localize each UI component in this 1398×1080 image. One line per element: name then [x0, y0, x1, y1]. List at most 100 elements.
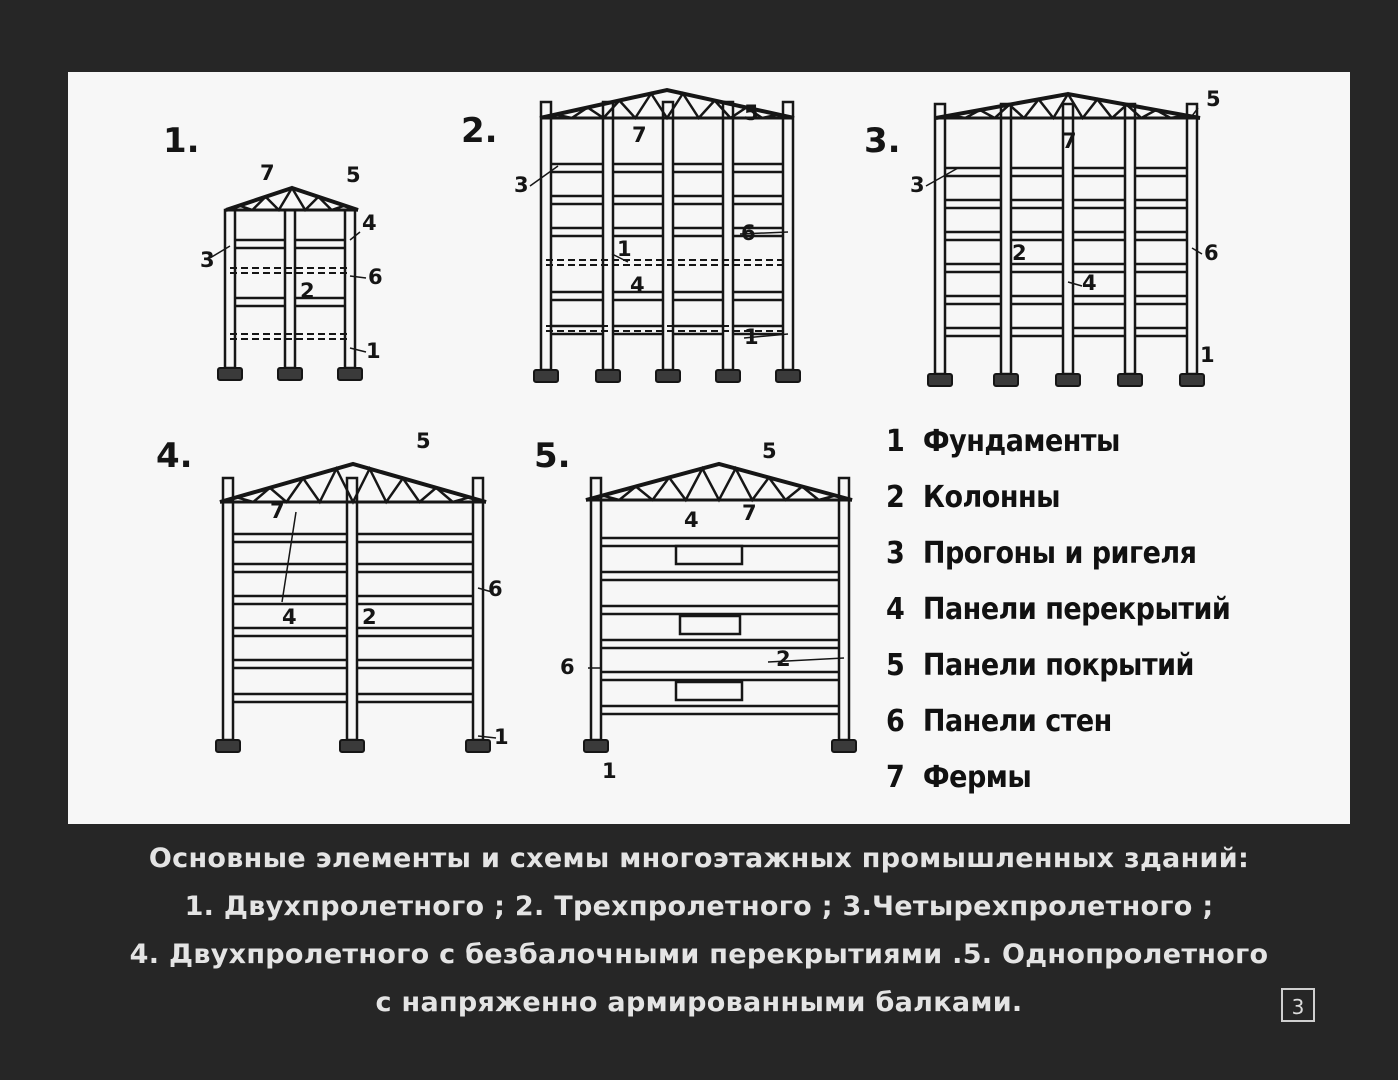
scheme-3-frame-foundation [1179, 373, 1205, 387]
scheme-1-frame-column [283, 208, 297, 370]
scheme-3-frame-column [1185, 102, 1199, 376]
scheme-5-frame-beam [592, 704, 848, 716]
scheme-2-frame-truss-top-chord [539, 87, 795, 120]
scheme-number-5: 5. [534, 436, 571, 476]
tag-roof-panel-s4: 5 [416, 429, 431, 453]
scheme-2-frame-column [661, 100, 675, 372]
tag-roof-panel-s1: 5 [346, 163, 361, 187]
scheme-2-frame-foundation [595, 369, 621, 383]
scheme-4-frame-column [345, 476, 359, 742]
tag-roof-panel-s2: 5 [744, 101, 759, 125]
tag-column-s3: 2 [1012, 241, 1027, 265]
tag-truss-s4: 7 [270, 499, 285, 523]
tag-floor-panel-s4: 4 [282, 605, 297, 629]
scheme-2-frame-foundation [655, 369, 681, 383]
scheme-2-frame-foundation [775, 369, 801, 383]
scheme-2-frame-foundation [715, 369, 741, 383]
scheme-5-beam-opening [674, 544, 744, 566]
scheme-1-frame-foundation [277, 367, 303, 381]
leader-line [1067, 281, 1083, 287]
scheme-5-frame-column [589, 476, 603, 742]
tag-wall-panel-s5: 6 [560, 655, 575, 679]
scheme-4-frame-foundation [339, 739, 365, 753]
tag-truss-s2: 7 [632, 123, 647, 147]
tag-column-s4: 2 [362, 605, 377, 629]
building-schemes-drawing: 1. 2. 3. 4. 5. 7 5 4 3 6 2 1 5 7 3 6 1 4… [156, 87, 1221, 783]
leader-line [281, 511, 297, 603]
leader-line [767, 657, 845, 663]
scheme-3-frame-foundation [993, 373, 1019, 387]
legend-item: 1 Фундаменты [886, 424, 1120, 459]
caption-line-3: 4. Двухпролетного с безбалочными перекры… [129, 939, 1269, 970]
scheme-2-frame [533, 87, 801, 383]
scheme-2-frame-column [539, 100, 553, 372]
tag-floor-panel-s5: 4 [684, 508, 699, 532]
scheme-3-frame [927, 91, 1205, 387]
tag-column-s5: 2 [776, 647, 791, 671]
scheme-5-frame-foundation [831, 739, 857, 753]
leader-line [349, 347, 367, 353]
tag-girder-s1: 3 [200, 248, 215, 272]
legend-item: 2 Колонны [886, 480, 1061, 515]
leader-line [477, 587, 493, 593]
scheme-number-4: 4. [156, 436, 193, 476]
leader-line [477, 735, 497, 739]
leader-line [739, 231, 789, 235]
leader-line [743, 333, 789, 339]
tag-girder-s2: 3 [514, 173, 529, 197]
leader-line [1191, 107, 1199, 117]
scheme-4-frame-truss-web [219, 465, 487, 505]
leader-line [349, 275, 367, 279]
scheme-4-frame-truss-top-chord [219, 461, 487, 504]
scheme-5-frame-foundation [583, 739, 609, 753]
scheme-4-frame [215, 461, 491, 753]
scheme-4-frame-column [471, 476, 485, 742]
legend-item: 5 Панели покрытий [886, 648, 1194, 683]
scheme-number-3: 3. [864, 121, 901, 161]
tag-floor-panel-s3: 4 [1082, 271, 1097, 295]
scheme-5-frame [583, 461, 857, 753]
tag-foundation-s3: 1 [1200, 343, 1215, 367]
tag-foundation-s4: 1 [494, 725, 509, 749]
scheme-3-frame-foundation [1055, 373, 1081, 387]
leader-line [349, 231, 361, 241]
slide-caption: Основные элементы и схемы многоэтажных п… [0, 835, 1398, 1027]
tag-floor-panel-s1: 4 [362, 211, 377, 235]
diagram-panel: 1. 2. 3. 4. 5. 7 5 4 3 6 2 1 5 7 3 6 1 4… [68, 72, 1350, 824]
scheme-5-frame-beam [592, 670, 848, 682]
caption-line-4: с напряженно армированными балками. [375, 987, 1023, 1018]
scheme-1-frame-foundation [337, 367, 363, 381]
scheme-5-frame-beam [592, 570, 848, 582]
scheme-4-frame-foundation [465, 739, 491, 753]
tag-floor-panel-s2: 4 [630, 273, 645, 297]
leader-line [529, 165, 559, 187]
scheme-4-frame-foundation [215, 739, 241, 753]
scheme-3-frame-column [933, 102, 947, 376]
tag-roof-panel-s5: 5 [762, 439, 777, 463]
scheme-2-frame-foundation [533, 369, 559, 383]
schemes-layer [209, 87, 1205, 753]
scheme-5-frame-beam [592, 604, 848, 616]
scheme-1-frame-truss-web [225, 185, 359, 213]
scheme-3-frame-truss-web [935, 91, 1201, 121]
scheme-1-frame-foundation [217, 367, 243, 381]
leader-line [925, 167, 959, 187]
scheme-3-frame-column [1123, 102, 1137, 376]
scheme-1-frame-column [343, 208, 357, 370]
scheme-number-1: 1. [163, 121, 200, 161]
scheme-5-beam-opening [678, 614, 742, 636]
caption-line-2: 1. Двухпролетного ; 2. Трехпролетного ; … [184, 891, 1214, 922]
tag-wall-panel-s2: 6 [741, 221, 756, 245]
leader-line [209, 245, 231, 259]
tag-truss-s5: 7 [742, 501, 757, 525]
scheme-3-frame-foundation [927, 373, 953, 387]
legend-item: 6 Панели стен [886, 704, 1112, 739]
tag-foundation-s1: 1 [366, 339, 381, 363]
tag-wall-panel-s4: 6 [488, 577, 503, 601]
tag-wall-panel-s3: 6 [1204, 241, 1219, 265]
scheme-2-frame-truss-web [539, 91, 795, 121]
scheme-2-frame-column [601, 100, 615, 372]
scheme-2-frame-column [781, 100, 795, 372]
tag-truss-s1: 7 [260, 161, 275, 185]
